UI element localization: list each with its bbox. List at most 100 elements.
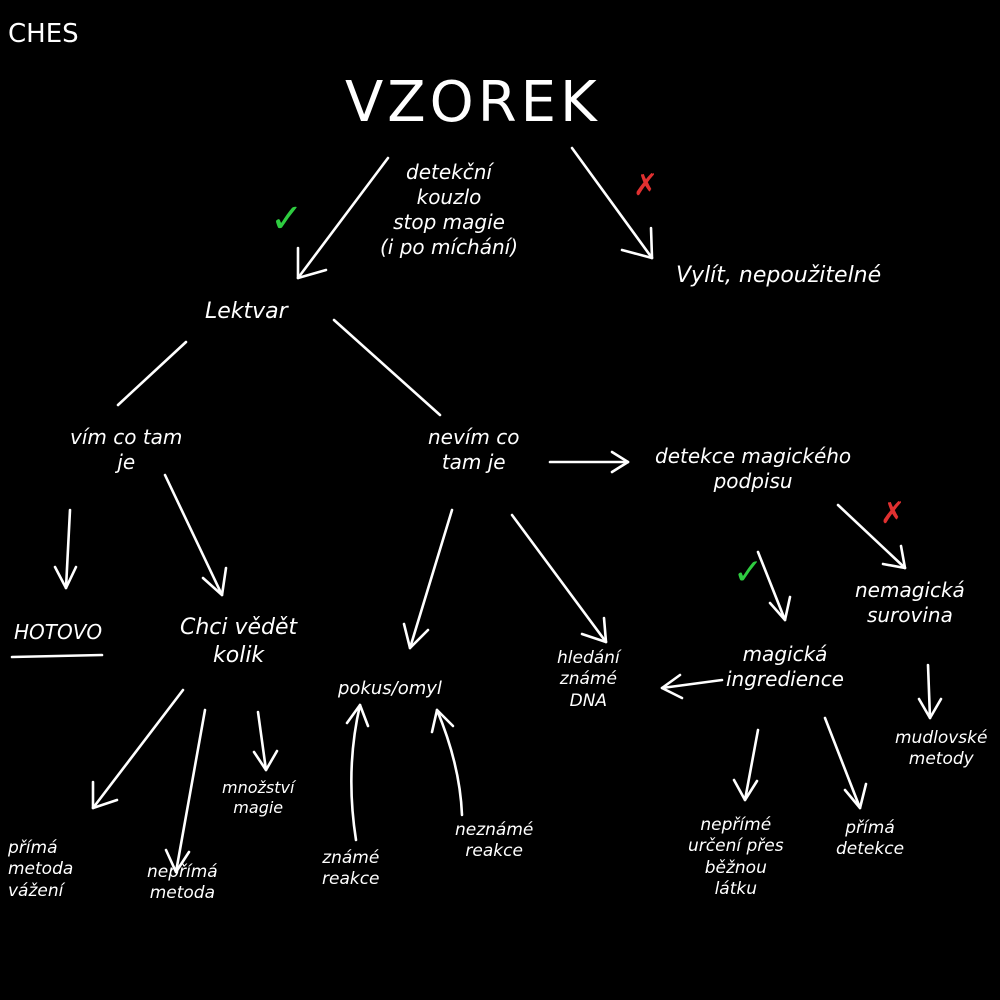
node-prima-detekce-line: přímá <box>845 818 895 838</box>
node-mnozstvi: množství magie <box>222 778 294 818</box>
arrow-vim-hotovo <box>64 508 72 590</box>
arrowhead-zname-pokus <box>345 703 370 728</box>
arrowhead-ingredience-neprime <box>732 778 759 802</box>
root-note-line: detekční <box>406 160 492 184</box>
node-vylit: Vylít, nepoužitelné <box>676 263 882 288</box>
node-nemagicka: nemagická surovina <box>855 578 965 628</box>
arrowhead-detekce-ingredience <box>768 595 792 622</box>
node-mudlovske: mudlovské metody <box>895 728 987 771</box>
arrowhead-kolik-prima <box>91 780 119 810</box>
node-vim-line: vím co tam <box>70 425 183 449</box>
arrowhead-vim-kolik <box>201 566 228 597</box>
root-note-line: kouzlo <box>416 185 482 209</box>
check-mark-ingredience: ✓ <box>733 552 764 593</box>
node-vim: vím co tam je <box>70 425 182 475</box>
node-nezname-reakce-line: neznámé <box>455 820 534 840</box>
node-neprime-urceni-line: určení přes <box>688 836 784 857</box>
node-prima-metoda-line: metoda <box>8 859 74 880</box>
node-dna-line: hledání <box>557 648 620 668</box>
node-neprima-metoda-line: nepřímá <box>147 862 218 882</box>
node-prima-metoda-line: vážení <box>8 880 64 901</box>
node-mnozstvi-line: magie <box>233 798 284 817</box>
arrow-kolik-prima <box>91 688 185 810</box>
node-nevim: nevím co tam je <box>428 425 519 475</box>
node-zname-reakce-line: reakce <box>322 869 380 890</box>
node-lektvar: Lektvar <box>205 299 288 324</box>
node-prima-metoda-line: přímá <box>8 838 58 858</box>
node-zname-reakce-line: známé <box>322 848 380 868</box>
arrowhead-nevim-detekce <box>610 450 630 474</box>
node-pokus: pokus/omyl <box>338 678 442 699</box>
arrow-ingredience-primadetekce <box>823 716 862 810</box>
arrowhead-ingredience-dna <box>660 673 684 700</box>
arrowhead-detekce-nemagicka <box>881 544 907 570</box>
node-neprime-urceni-line: nepřímé <box>700 815 772 835</box>
arrow-ingredience-dna <box>660 678 724 690</box>
diagram-title: VZOREK <box>345 70 601 135</box>
arrow-kolik-mnozstvi <box>256 710 268 772</box>
node-detekce-line: detekce magického <box>655 444 852 468</box>
line-lektvar-nevim <box>332 318 442 417</box>
arrowhead-nevim-pokus <box>402 622 430 650</box>
node-detekce: detekce magického podpisu <box>655 444 851 494</box>
arrowhead-nezname-pokus <box>430 708 455 734</box>
arrow-detekce-ingredience <box>756 550 787 622</box>
node-mudlovske-line: mudlovské <box>895 728 988 748</box>
node-neprime-urceni-line: látku <box>714 878 757 899</box>
arrowhead-kolik-neprima <box>164 848 191 874</box>
node-ingredience: magická ingredience <box>726 642 844 692</box>
signature: CHES <box>8 19 79 49</box>
node-ingredience-line: magická <box>742 642 828 666</box>
root-note: detekční kouzlo stop magie (i po míchání… <box>380 160 518 260</box>
node-ingredience-line: ingredience <box>726 667 844 691</box>
node-kolik: Chci vědět kolik <box>180 614 297 669</box>
node-neprime-urceni-line: běžnou <box>704 857 767 878</box>
node-vim-line: je <box>117 450 136 474</box>
arrow-zname-pokus <box>350 703 362 842</box>
node-nezname-reakce: neznámé reakce <box>455 820 533 863</box>
arrowhead-vzorek-vylit <box>620 226 654 260</box>
hotovo-underline <box>10 653 104 659</box>
root-note-line: (i po míchání) <box>380 235 519 259</box>
arrowhead-kolik-mnozstvi <box>252 749 279 772</box>
check-mark-lektvar: ✓ <box>270 196 304 242</box>
node-nemagicka-line: nemagická <box>855 578 965 602</box>
arrow-nevim-pokus <box>408 508 454 650</box>
node-nevim-line: tam je <box>441 450 506 474</box>
arrowhead-nevim-dna <box>580 616 608 644</box>
arrow-detekce-nemagicka <box>836 503 907 570</box>
node-dna-line: DNA <box>569 690 608 711</box>
arrowhead-ingredience-primadetekce <box>843 782 868 810</box>
arrow-nevim-dna <box>510 513 608 644</box>
node-prima-detekce: přímá detekce <box>836 818 904 861</box>
node-neprima-metoda: nepřímá metoda <box>147 862 218 905</box>
node-prima-detekce-line: detekce <box>836 839 905 860</box>
arrowhead-vzorek-lektvar <box>296 246 328 280</box>
arrow-vzorek-lektvar <box>296 156 390 280</box>
node-mnozstvi-line: množství <box>222 778 295 797</box>
arrow-ingredience-neprime <box>743 728 760 802</box>
arrow-nemagicka-mudlovske <box>926 663 932 720</box>
arrow-kolik-neprima <box>174 708 207 874</box>
node-neprima-metoda-line: metoda <box>149 883 215 904</box>
node-nemagicka-line: surovina <box>866 603 953 627</box>
node-nezname-reakce-line: reakce <box>465 841 523 862</box>
arrowhead-nemagicka-mudlovske <box>917 697 943 720</box>
arrow-vim-kolik <box>163 473 224 597</box>
arrowhead-vim-hotovo <box>53 565 78 590</box>
node-nevim-line: nevím co <box>428 425 520 449</box>
line-lektvar-vim <box>116 340 188 407</box>
root-note-line: stop magie <box>393 210 505 234</box>
node-zname-reakce: známé reakce <box>322 848 380 891</box>
node-kolik-line: kolik <box>213 642 265 668</box>
node-neprime-urceni: nepřímé určení přes běžnou látku <box>688 815 784 900</box>
node-mudlovske-line: metody <box>908 749 974 770</box>
arrow-vzorek-vylit <box>570 146 654 260</box>
arrow-nezname-pokus <box>435 708 464 817</box>
cross-mark-vylit: ✗ <box>633 168 659 203</box>
cross-mark-nemagicka: ✗ <box>880 496 906 531</box>
node-kolik-line: Chci vědět <box>180 615 298 640</box>
node-dna: hledání známé DNA <box>557 648 620 712</box>
node-dna-line: známé <box>559 669 617 690</box>
